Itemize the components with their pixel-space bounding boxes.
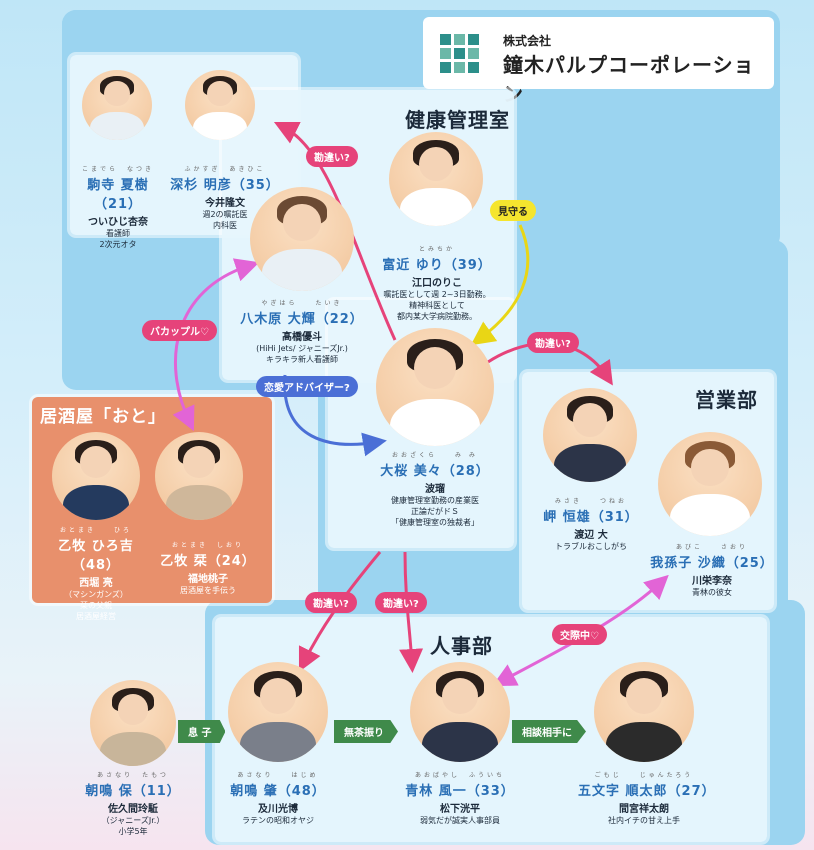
character-name: 五文字 順太郎（27） <box>578 784 716 799</box>
avatar-asanaru-tamotsu <box>90 680 176 766</box>
logo-mark-icon <box>440 34 480 74</box>
info-aobayashi: あおばやし ふういち 青林 風一（33） 松下洸平 弱気だが誠実人事部員 <box>400 772 520 826</box>
avatar-misaki <box>543 388 637 482</box>
info-asanaru-hajime: あさなり はじめ 朝鳴 肇（48） 及川光博 ラテンの昭和オヤジ <box>222 772 334 826</box>
actor-name: 川栄李奈 <box>692 576 732 587</box>
avatar-osakura <box>376 328 494 446</box>
character-name: 深杉 明彦（35） <box>170 178 280 193</box>
actor-name: 佐久間玲駈 <box>108 804 158 815</box>
relation-label-kanchigai-3: 勘違い? <box>305 592 357 613</box>
actor-name: 江口のりこ <box>412 278 462 289</box>
relation-label-muchaburi: 無茶振り <box>334 720 398 743</box>
relation-label-bakappuru: バカップル♡ <box>142 320 217 341</box>
character-name: 乙牧 栞（24） <box>160 554 256 569</box>
actor-name: 渡辺 大 <box>574 530 608 541</box>
actor-name: 福地桃子 <box>188 574 228 585</box>
actor-name: 松下洸平 <box>440 804 480 815</box>
info-yagihara: やぎはら たいき 八木原 大輝（22） 髙橋優斗 (HiHi Jets/ ジャニ… <box>240 300 364 364</box>
actor-name: 波瑠 <box>425 484 445 495</box>
relation-label-musuko: 息 子 <box>178 720 226 743</box>
info-komadera: こまでら なつき 駒寺 夏樹（21） ついひじ杏奈 看護師 2次元オタ <box>68 166 168 250</box>
actor-name: 髙橋優斗 <box>282 332 322 343</box>
actor-name: 間宮祥太朗 <box>619 804 669 815</box>
info-gomonji: ごもじ じゅんたろう 五文字 順太郎（27） 間宮祥太朗 社内イチの甘え上手 <box>578 772 716 825</box>
character-name: 八木原 大輝（22） <box>240 312 364 327</box>
actor-name: 西堀 亮 <box>79 578 113 589</box>
character-name: 岬 恒雄（31） <box>543 510 639 525</box>
relation-label-mimamoru: 見守る <box>490 200 536 221</box>
info-asanaru-tamotsu: あさなり たもつ 朝鳴 保（11） 佐久間玲駈 （ジャニーズJr.） 小学5年 <box>78 772 188 837</box>
avatar-komadera <box>82 70 152 140</box>
info-otohiro: おとまき ひろ 乙牧 ひろ吉（48） 西堀 亮 （マシンガンズ） 栞の父親 居酒… <box>38 527 154 622</box>
relation-label-koisai: 交際中♡ <box>552 624 607 645</box>
section-title-izakaya: 居酒屋「おと」 <box>40 407 166 427</box>
avatar-asanaru-hajime <box>228 662 328 762</box>
info-abiko: あびこ さおり 我孫子 沙織（25） 川栄李奈 青林の彼女 <box>650 544 774 597</box>
character-name: 乙牧 ひろ吉（48） <box>58 539 134 573</box>
avatar-gomonji <box>594 662 694 762</box>
character-name: 朝鳴 肇（48） <box>230 784 326 799</box>
relation-label-renai: 恋愛アドバイザー? <box>256 376 358 397</box>
info-misaki: みさき つねお 岬 恒雄（31） 渡辺 大 トラブルおこしがち <box>536 498 646 552</box>
avatar-yagihara <box>250 187 354 291</box>
avatar-otohiro <box>52 432 140 520</box>
info-osakura: おおざくら み み 大桜 美々（28） 波瑠 健康管理室勤務の産業医 正論だがド… <box>362 452 508 528</box>
section-title-kenko: 健康管理室 <box>405 108 510 132</box>
character-name: 我孫子 沙織（25） <box>650 556 774 571</box>
relation-label-sodan: 相談相手に <box>512 720 586 743</box>
avatar-tomichika <box>389 132 483 226</box>
company-sub: 株式会社 <box>503 34 552 48</box>
actor-name: ついひじ杏奈 <box>88 217 148 228</box>
actor-name: 及川光博 <box>258 804 298 815</box>
relation-label-kanchigai-2: 勘違い? <box>527 332 579 353</box>
actor-name: 今井隆文 <box>205 198 245 209</box>
avatar-otoshiori <box>155 432 243 520</box>
relation-label-kanchigai-4: 勘違い? <box>375 592 427 613</box>
character-name: 富近 ゆり（39） <box>382 258 492 273</box>
character-name: 朝鳴 保（11） <box>85 784 181 799</box>
character-name: 大桜 美々（28） <box>380 464 490 479</box>
info-fukasugi: ふかすぎ あきひこ 深杉 明彦（35） 今井隆文 週2の嘱託医 内科医 <box>170 166 280 230</box>
info-tomichika: とみちか 富近 ゆり（39） 江口のりこ 嘱託医として週 2~3日勤務。 精神科… <box>375 246 499 322</box>
avatar-aobayashi <box>410 662 510 762</box>
section-title-jinji: 人事部 <box>430 634 493 658</box>
avatar-abiko <box>658 432 762 536</box>
character-name: 青林 風一（33） <box>405 784 515 799</box>
info-otoshiori: おとまき しおり 乙牧 栞（24） 福地桃子 居酒屋を手伝う <box>152 542 264 596</box>
avatar-fukasugi <box>185 70 255 140</box>
section-title-eigyo: 営業部 <box>695 388 758 412</box>
relation-label-kanchigai-1: 勘違い? <box>306 146 358 167</box>
character-name: 駒寺 夏樹（21） <box>87 178 149 212</box>
